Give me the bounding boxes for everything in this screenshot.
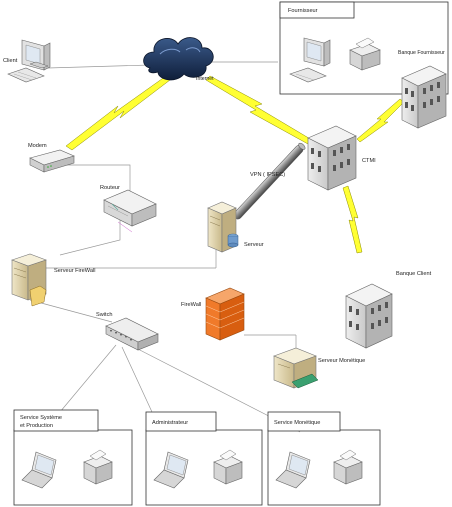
internet-label: Internet xyxy=(196,76,214,82)
vpn-label: VPN ( IPSEC) xyxy=(250,172,285,178)
service-systeme-group: Service Système et Production xyxy=(13,409,133,506)
service-monetique-laptop-icon xyxy=(275,451,311,489)
fournisseur-box xyxy=(279,1,449,95)
service-monetique-printer-icon xyxy=(333,449,363,485)
banque-client-building-icon xyxy=(345,283,393,349)
service-monetique-box xyxy=(267,429,381,506)
fournisseur-computer-icon xyxy=(289,37,331,83)
routeur-label: Routeur xyxy=(100,185,120,191)
administrateur-label: Administrateur xyxy=(152,420,188,426)
firewall-wall-icon xyxy=(205,287,245,341)
lightning-internet-ctmi-icon xyxy=(205,75,313,145)
wireless-links xyxy=(65,75,405,254)
service-monetique-label: Service Monétique xyxy=(274,420,320,426)
vpn-tunnel xyxy=(233,142,306,220)
routeur-icon xyxy=(103,189,157,233)
service-systeme-box xyxy=(13,429,133,506)
administrateur-title-box xyxy=(145,411,217,432)
link-switch-administrateur xyxy=(121,346,153,413)
internet-cloud-icon xyxy=(143,37,214,81)
fournisseur-printer-icon xyxy=(349,37,381,71)
firewall-label: FireWall xyxy=(181,302,201,308)
serveur-tower-icon xyxy=(207,201,239,253)
link-client-internet xyxy=(47,64,151,69)
fournisseur-label: Fournisseur xyxy=(288,8,318,14)
service-systeme-label-line1: Service Système xyxy=(20,415,62,421)
link-modem-routeur xyxy=(60,164,131,195)
service-systeme-title-box xyxy=(13,409,99,432)
switch-icon xyxy=(105,317,159,351)
link-routeur-firewall xyxy=(59,220,121,256)
lightning-ctmi-banqueclient-icon xyxy=(342,185,363,254)
serveur-firewall-label: Serveur FireWall xyxy=(54,268,95,274)
lightning-ctmi-banquefournisseur-icon xyxy=(356,98,405,143)
lightning-modem-internet-icon xyxy=(65,75,171,151)
serveur-label: Serveur xyxy=(244,242,264,248)
ctmi-building-icon xyxy=(307,125,357,191)
service-systeme-printer-icon xyxy=(83,449,113,485)
client-computer-icon xyxy=(7,39,51,83)
switch-label: Switch xyxy=(96,312,112,318)
banque-fournisseur-label: Banque Fournisseur xyxy=(398,50,445,56)
service-monetique-group: Service Monétique xyxy=(267,411,381,506)
service-systeme-laptop-icon xyxy=(21,451,57,489)
modem-label: Modem xyxy=(28,143,47,149)
link-firewall-switch xyxy=(29,299,113,323)
administrateur-box xyxy=(145,429,263,506)
client-label: Client xyxy=(3,58,18,64)
service-systeme-label-line2: et Production xyxy=(20,423,53,429)
service-monetique-title-box xyxy=(267,411,341,432)
administrateur-group: Administrateur xyxy=(145,411,263,506)
administrateur-laptop-icon xyxy=(153,451,189,489)
ctmi-label: CTMI xyxy=(362,158,376,164)
banque-client-label: Banque Client xyxy=(396,271,432,277)
fournisseur-group: Fournisseur xyxy=(279,1,449,95)
administrateur-printer-icon xyxy=(213,449,243,485)
link-switch-service-systeme xyxy=(59,344,117,413)
serveur-monetique-icon xyxy=(273,347,319,389)
modem-icon xyxy=(29,149,75,173)
serveur-firewall-tower-icon xyxy=(11,253,47,307)
serveur-monetique-label: Serveur Monétique xyxy=(318,358,365,364)
fournisseur-title-box xyxy=(279,1,355,19)
banque-fournisseur-building-icon xyxy=(401,65,447,129)
